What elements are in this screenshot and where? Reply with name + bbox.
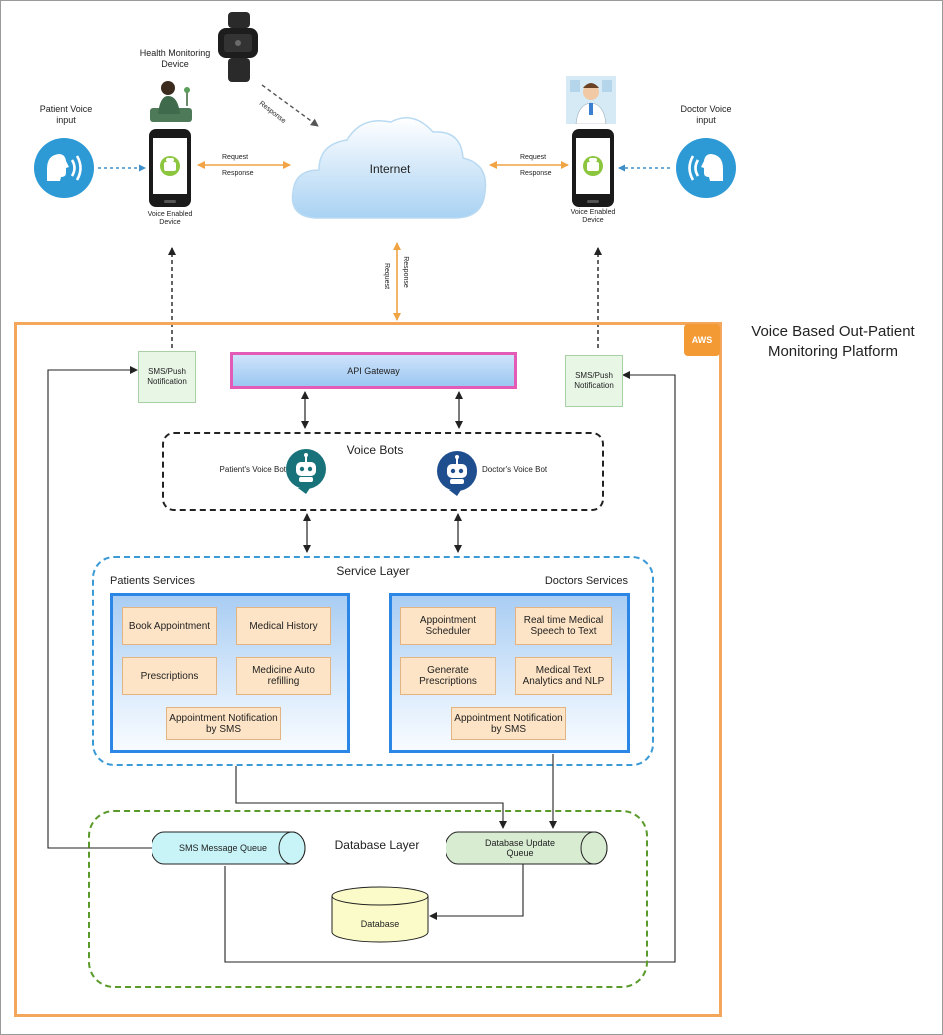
api-gateway: API Gateway	[230, 352, 517, 389]
medical-history: Medical History	[236, 607, 331, 645]
doctor-appointment-notification: Appointment Notification by SMS	[451, 707, 566, 740]
internet-label: Internet	[369, 162, 411, 176]
sms-push-notification-left: SMS/Push Notification	[138, 351, 196, 403]
generate-prescriptions: Generate Prescriptions	[400, 657, 496, 695]
doctor-device-label: Voice Enabled Device	[570, 209, 616, 224]
patient-voice-label: Patient Voice input	[39, 104, 93, 125]
doctor-bot-icon	[437, 451, 477, 496]
internet-cloud-icon	[291, 117, 487, 219]
vertical-request-label: Request	[383, 262, 390, 290]
book-appointment: Book Appointment	[122, 607, 217, 645]
database-update-queue	[446, 831, 608, 865]
doctor-voice-bot-label: Doctor's Voice Bot	[482, 465, 548, 474]
patient-phone-icon	[149, 129, 191, 207]
voice-bots-group	[162, 432, 604, 511]
patient-device-label: Voice Enabled Device	[147, 211, 193, 226]
appointment-scheduler: Appointment Scheduler	[400, 607, 496, 645]
left-request-label: Request	[222, 154, 249, 161]
sms-message-queue	[152, 831, 306, 865]
patient-voice-input-icon	[34, 138, 94, 198]
database-layer-title: Database Layer	[334, 838, 420, 852]
health-device-label: Health Monitoring Device	[139, 48, 211, 69]
service-layer-group	[92, 556, 654, 766]
database-label: Database	[360, 919, 400, 929]
right-request-label: Request	[520, 154, 547, 161]
service-layer-title: Service Layer	[336, 564, 410, 578]
doctors-services-title: Doctors Services	[544, 575, 628, 587]
database-icon	[331, 886, 429, 943]
medicine-auto-refilling: Medicine Auto refilling	[236, 657, 331, 695]
doctor-voice-label: Doctor Voice input	[680, 104, 732, 125]
aws-platform-boundary	[14, 322, 722, 1017]
doctor-icon	[566, 76, 616, 124]
aws-badge: AWS	[684, 324, 720, 356]
platform-title: Voice Based Out-Patient Monitoring Platf…	[751, 323, 915, 360]
smartwatch-icon	[218, 12, 258, 82]
medical-text-analytics: Medical Text Analytics and NLP	[515, 657, 612, 695]
patient-voice-bot-label: Patient's Voice Bot	[219, 465, 286, 474]
patient-appointment-notification: Appointment Notification by SMS	[166, 707, 281, 740]
database-update-queue-label: Database Update Queue	[484, 838, 556, 858]
patient-bot-icon	[286, 449, 326, 494]
voice-bots-title: Voice Bots	[346, 443, 404, 457]
vertical-response-label: Response	[402, 256, 409, 288]
right-response-label: Response	[520, 170, 552, 177]
doctor-phone-icon	[572, 129, 614, 207]
prescriptions: Prescriptions	[122, 657, 217, 695]
patient-icon	[150, 81, 192, 122]
doctor-voice-input-icon	[676, 138, 736, 198]
left-response-label: Response	[222, 170, 254, 177]
speech-to-text: Real time Medical Speech to Text	[515, 607, 612, 645]
patients-services-title: Patients Services	[110, 575, 195, 587]
health-device-arrow	[261, 84, 319, 127]
sms-message-queue-label: SMS Message Queue	[178, 843, 268, 853]
database-layer-group	[88, 810, 648, 988]
sms-push-notification-right: SMS/Push Notification	[565, 355, 623, 407]
